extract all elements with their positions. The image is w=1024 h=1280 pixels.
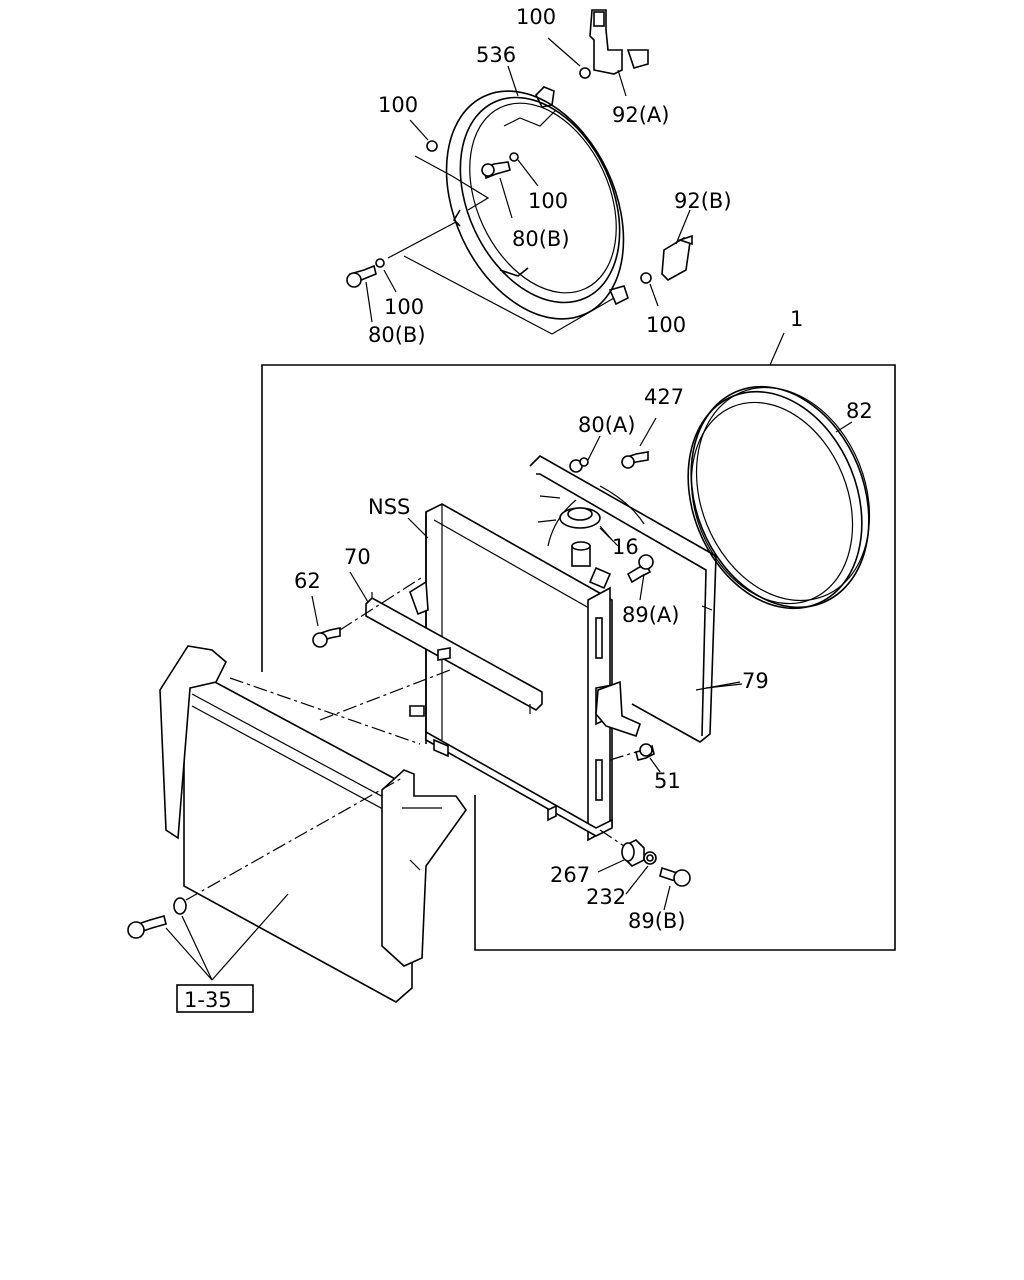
callout-100-left: 100	[378, 93, 418, 117]
filler-cap	[537, 495, 613, 590]
reference-box-label: 1-35	[184, 988, 232, 1012]
intercooler	[159, 645, 467, 1003]
callout-16: 16	[612, 535, 639, 559]
callout-100-top: 100	[516, 5, 556, 29]
fan-ring	[687, 385, 871, 610]
callout-80a: 80(A)	[578, 413, 635, 437]
lower-hardware	[597, 829, 691, 911]
callout-79: 79	[742, 669, 769, 693]
callout-100-right: 100	[646, 313, 686, 337]
callout-51: 51	[654, 769, 681, 793]
reference-box: 1-35	[176, 984, 254, 1013]
fasteners-shroud	[346, 67, 652, 288]
callout-92b: 92(B)	[674, 189, 732, 213]
callout-1: 1	[790, 307, 803, 331]
callout-427: 427	[644, 385, 684, 409]
callout-536: 536	[476, 43, 516, 67]
bolts-frame-top	[569, 417, 657, 473]
baffle-70	[349, 571, 543, 714]
assembly-1-outline	[261, 364, 896, 951]
callout-267: 267	[550, 863, 590, 887]
callout-labels: 100 536 92(A) 100 100 80(B) 92(B) 100 80…	[294, 5, 873, 933]
bracket-lower-right	[595, 680, 661, 773]
bolt-62	[311, 575, 425, 648]
bracket-92a	[589, 9, 649, 75]
bolt-89a	[626, 554, 654, 601]
radiator-frame	[529, 455, 741, 743]
callout-100-low: 100	[384, 295, 424, 319]
callout-89a: 89(A)	[622, 603, 679, 627]
shroud-leaders	[365, 37, 785, 366]
callout-62: 62	[294, 569, 321, 593]
assembly-leaders	[407, 517, 743, 689]
callout-82: 82	[846, 399, 873, 423]
callout-70: 70	[344, 545, 371, 569]
callout-80b-low: 80(B)	[368, 323, 426, 347]
callout-80b-mid: 80(B)	[512, 227, 570, 251]
callout-89b: 89(B)	[628, 909, 686, 933]
callout-92a: 92(A)	[612, 103, 669, 127]
callout-100-mid: 100	[528, 189, 568, 213]
bracket-92b	[661, 234, 693, 281]
callout-nss: NSS	[368, 495, 410, 519]
callout-232: 232	[586, 885, 626, 909]
intercooler-bolts	[127, 777, 403, 981]
